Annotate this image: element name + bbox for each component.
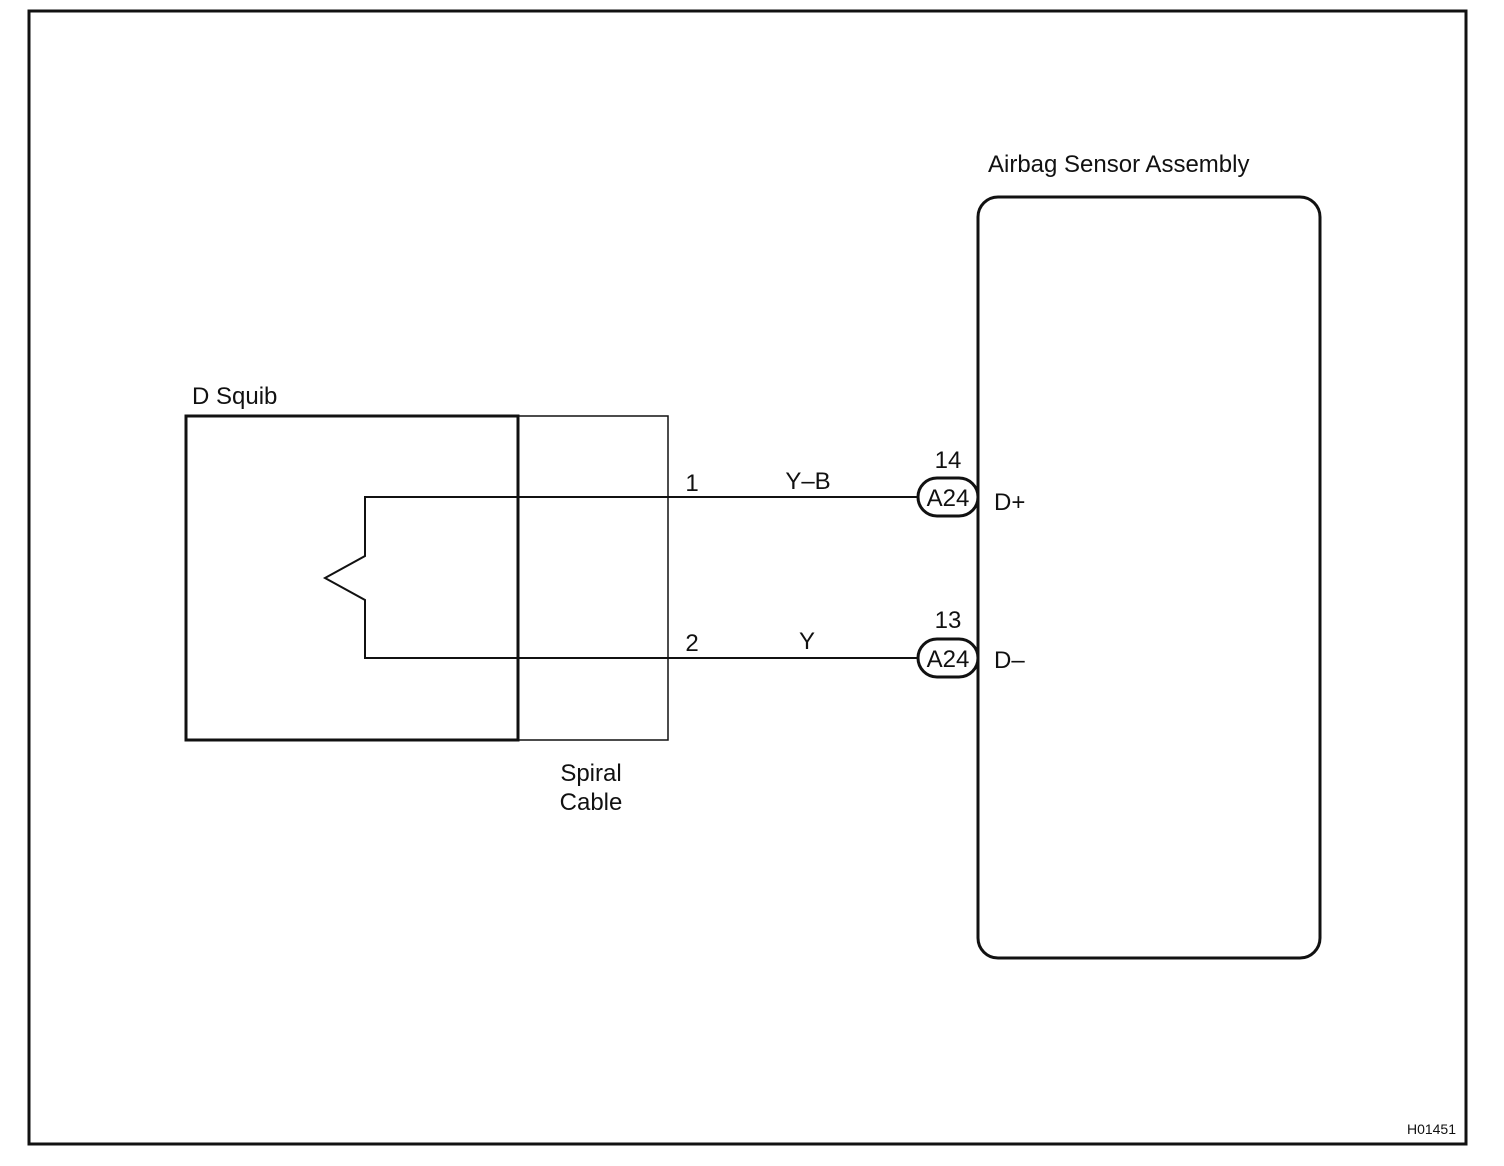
figure-id: H01451: [1407, 1121, 1456, 1137]
diagram-frame: [27, 9, 1468, 1146]
squib-pin-2: 2: [685, 630, 698, 657]
airbag-sensor-box: [976, 195, 1322, 960]
connector-pin-number: 14: [935, 447, 962, 474]
connector-d-plus: A24 14: [916, 447, 980, 518]
spiral-cable-label-line2: Cable: [560, 789, 623, 816]
squib-element-icon: [322, 496, 518, 659]
connector-d-minus: A24 13: [916, 607, 980, 679]
connector-code: A24: [927, 646, 970, 673]
squib-label: D Squib: [192, 383, 277, 410]
connector-code: A24: [927, 485, 970, 512]
spiral-cable-box: [517, 415, 669, 741]
spiral-cable-component: Spiral Cable: [517, 415, 669, 816]
squib-component: D Squib: [184, 383, 520, 742]
terminal-d-minus: D–: [994, 647, 1025, 674]
terminal-d-plus: D+: [994, 489, 1025, 516]
squib-pin-1: 1: [685, 470, 698, 497]
airbag-sensor-label: Airbag Sensor Assembly: [988, 151, 1249, 178]
spiral-cable-label-line1: Spiral: [560, 760, 621, 787]
wire-color-circuit-2: Y: [799, 628, 815, 655]
connector-pin-number: 13: [935, 607, 962, 634]
airbag-sensor-component: Airbag Sensor Assembly D+ D–: [976, 151, 1322, 960]
squib-box: [184, 414, 520, 742]
wire-color-circuit-1: Y–B: [785, 468, 830, 495]
